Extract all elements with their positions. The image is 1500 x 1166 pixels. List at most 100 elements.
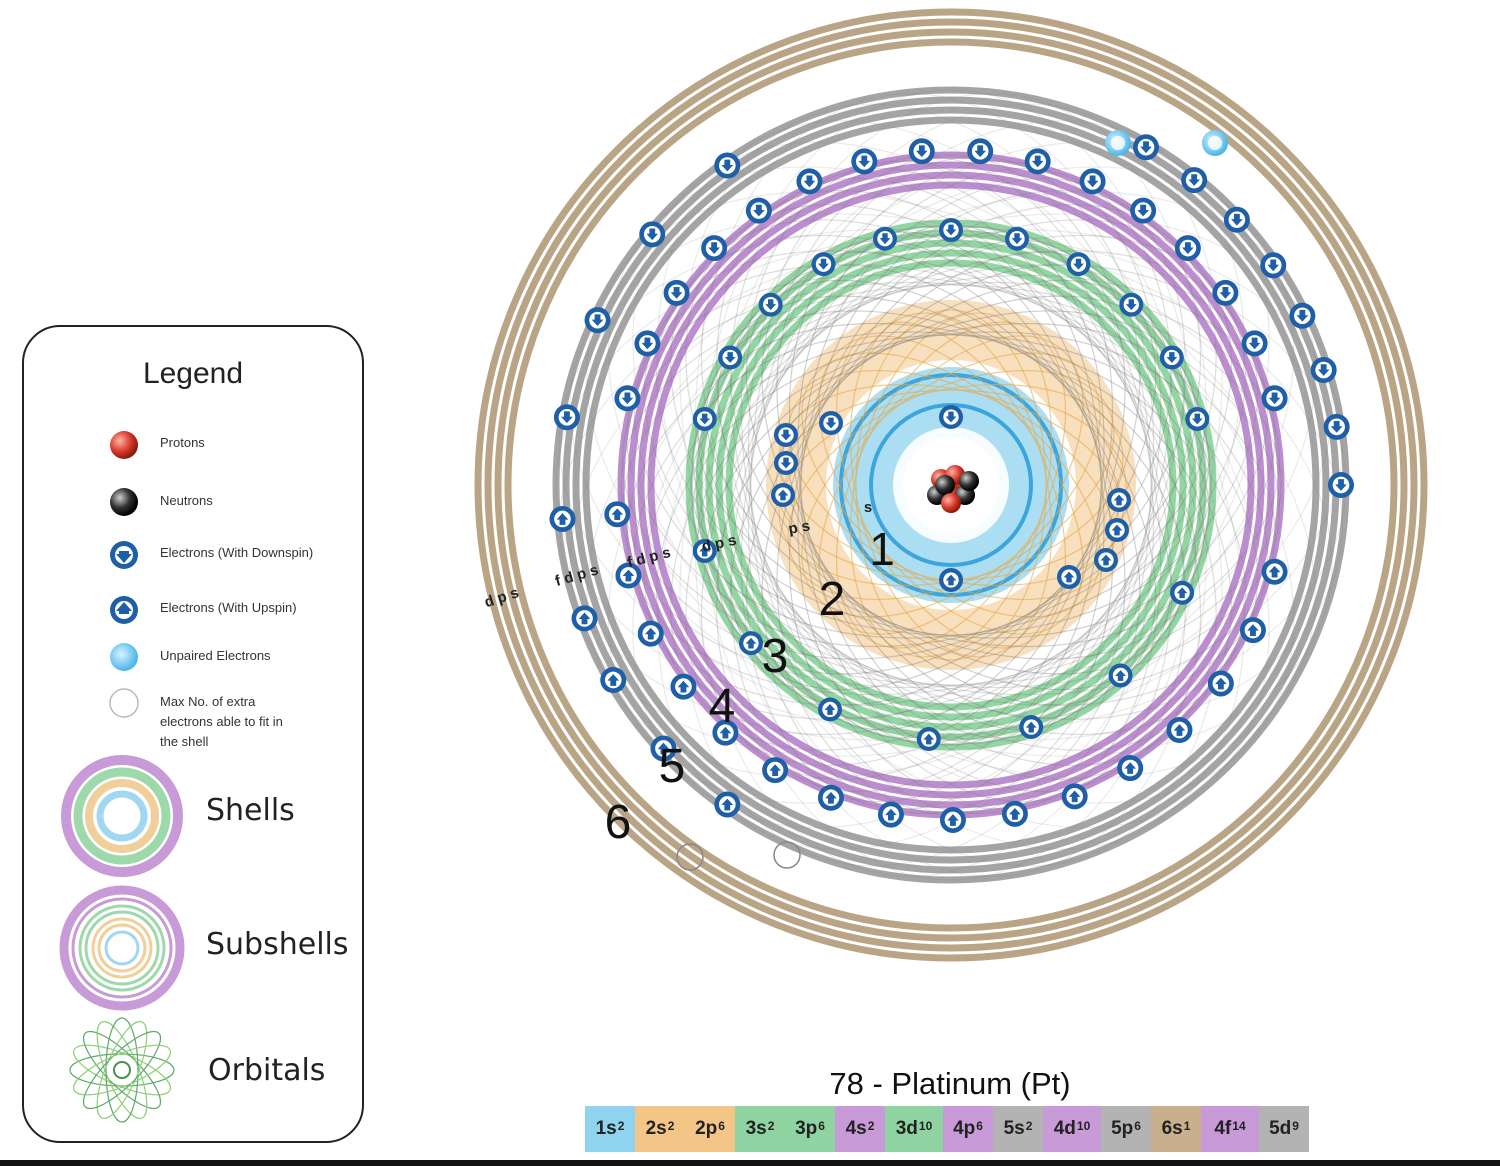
config-orbital: 3d [895, 1118, 918, 1139]
orbitals-icon [69, 1017, 175, 1123]
shell-number: 6 [605, 796, 632, 849]
electron-upspin [549, 505, 576, 532]
orbital-shell-4 [633, 263, 1269, 707]
orbital-shell-2 [855, 309, 1047, 661]
bottom-border [0, 1160, 1500, 1166]
orbital-lines [555, 89, 1347, 881]
config-count: 6 [718, 1119, 725, 1133]
config-orbital: 5d [1269, 1118, 1292, 1139]
electron-downspin [758, 292, 783, 317]
orbital-shell-2 [835, 321, 1067, 649]
empty-slot [676, 843, 704, 871]
shell-6-subring [504, 38, 1398, 932]
electron-upspin [1019, 715, 1044, 740]
electron-down-icon [110, 541, 138, 569]
orbital-shell-2 [801, 352, 1101, 618]
orbital-shell-4 [620, 284, 1282, 686]
electron-upspin [939, 568, 963, 592]
shell-4-subring [637, 171, 1265, 799]
electron-downspin [1260, 252, 1287, 279]
electron-upspin [714, 791, 741, 818]
shell-3-subring [705, 239, 1197, 731]
electron-downspin [1241, 330, 1268, 357]
legend-item-max-extra: Max No. of extra electrons able to fit i… [160, 694, 283, 749]
subshells-icon [59, 885, 185, 1011]
electron-downspin [639, 221, 666, 248]
electron-downspin [634, 330, 661, 357]
shell-2-band [766, 300, 1136, 670]
electrons [549, 130, 1354, 871]
legend-panel: Legend Protons Neutrons Electrons (With … [22, 325, 364, 1143]
electron-downspin [851, 148, 878, 175]
electron-downspin [1289, 302, 1316, 329]
config-count: 2 [767, 1119, 775, 1133]
orbital-shell-3 [797, 226, 1105, 744]
legend-shells-label: Shells [206, 793, 295, 828]
orbital-shell-5 [679, 103, 1223, 867]
orbital-shell-5 [694, 92, 1208, 878]
orbital-shell-2 [801, 352, 1101, 618]
electron-downspin [1004, 226, 1029, 251]
electron-downspin [718, 345, 743, 370]
electron-upspin [1057, 565, 1081, 589]
shell-3-subring [715, 249, 1187, 721]
orbital-shell-3 [730, 279, 1172, 691]
electron-upspin [939, 806, 966, 833]
orbital-shell-4 [633, 263, 1269, 707]
orbital-shell-3 [776, 239, 1126, 731]
orbital-shell-5 [700, 89, 1202, 881]
electron-upspin [600, 667, 627, 693]
config-orbital: 4s [845, 1118, 867, 1139]
electron-downspin [663, 279, 690, 306]
electron-downspin [1212, 279, 1239, 306]
electron-upspin [738, 631, 763, 656]
shell-4-subring [627, 161, 1275, 809]
electron-downspin [908, 138, 935, 165]
config-orbital: 2p [695, 1118, 718, 1139]
legend-item-electrons-downspin: Electrons (With Downspin) [160, 545, 314, 560]
electron-downspin [819, 411, 843, 435]
legend-title: Legend [142, 357, 244, 390]
config-orbital: 5p [1111, 1118, 1134, 1139]
shell-number: 4 [709, 680, 736, 733]
orbital-shell-4 [716, 177, 1186, 793]
shell-number: 1 [869, 523, 895, 575]
electron-downspin [939, 405, 963, 429]
electron-upspin [762, 757, 789, 784]
electron-upspin [916, 727, 941, 752]
electron-downspin [714, 152, 741, 179]
electron-upspin [877, 801, 904, 828]
shell-4-subring [647, 181, 1255, 789]
electron-downspin [1323, 413, 1350, 440]
electron-upspin [817, 784, 844, 811]
config-orbital: 1s [595, 1118, 617, 1139]
orbital-shell-4 [621, 281, 1281, 689]
electron-downspin [1119, 292, 1144, 317]
orbital-shell-2 [849, 312, 1053, 658]
config-count: 6 [976, 1119, 983, 1133]
shell-1-ring [839, 373, 1063, 597]
unpaired-electron [1105, 130, 1131, 156]
electron-upspin [604, 501, 631, 528]
shell-6-subring [484, 18, 1418, 952]
config-orbital: 6s [1161, 1118, 1183, 1139]
empty-slot [773, 841, 801, 869]
config-orbital: 3p [795, 1118, 818, 1139]
electron-downspin [774, 423, 798, 447]
electron-downspin [1181, 167, 1208, 194]
electron-downspin [614, 385, 641, 412]
orbital-shell-2 [818, 335, 1084, 635]
orbital-shell-4 [670, 219, 1232, 751]
unpaired-electron [1202, 130, 1228, 156]
neutron [959, 471, 979, 491]
neutron [935, 475, 955, 495]
orbital-shell-3 [690, 334, 1212, 636]
electron-upspin [1117, 755, 1144, 782]
